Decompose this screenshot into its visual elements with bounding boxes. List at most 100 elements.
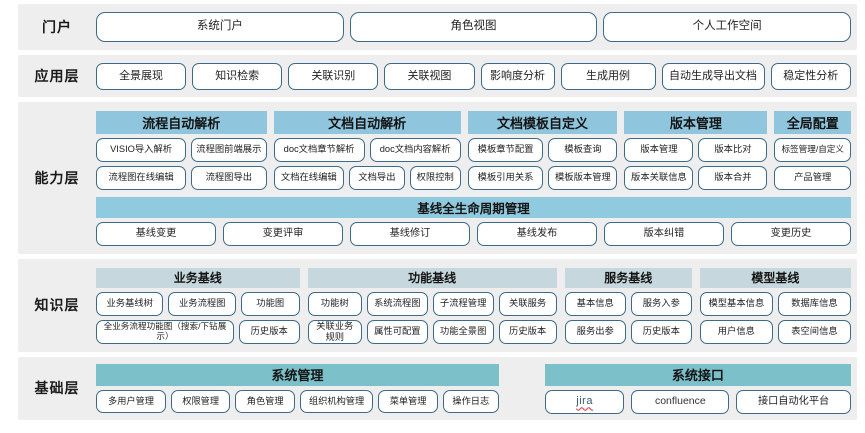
group-header-version-mgmt: 版本管理 [624,110,768,134]
cap-template-chapter-config[interactable]: 模板章节配置 [467,137,544,162]
baseline-version-correction[interactable]: 版本纠错 [604,221,724,246]
know-related-service[interactable]: 关联服务 [498,291,557,316]
know-database-info[interactable]: 数据库信息 [777,291,851,316]
cap-flowchart-frontend-display[interactable]: 流程图前端展示 [191,137,267,162]
cap-doc-chapter-parse[interactable]: doc文档章节解析 [273,137,365,162]
cap-version-merge[interactable]: 版本合并 [698,165,768,190]
capability-baseline-lifecycle: 基线全生命周期管理 基线变更 变更评审 基线修订 基线发布 版本纠错 变更历史 [96,196,851,246]
cap-template-version-mgmt[interactable]: 模板版本管理 [548,165,618,190]
app-item-impact-analysis[interactable]: 影响度分析 [480,62,555,90]
cap-doc-online-edit[interactable]: 文档在线编辑 [273,165,345,190]
found-jira-link[interactable]: jira [544,389,625,414]
know-system-flowchart[interactable]: 系统流程图 [366,291,428,316]
know-business-flowchart[interactable]: 业务流程图 [168,291,236,316]
cap-template-reference-relation[interactable]: 模板引用关系 [467,165,544,190]
found-api-automation-platform[interactable]: 接口自动化平台 [736,389,851,414]
knowledge-group-service-baseline: 服务基线 基本信息 服务入参 服务出参 历史版本 [564,267,692,344]
cap-doc-content-parse[interactable]: doc文档内容解析 [369,137,461,162]
capability-group-process-parsing: 流程自动解析 VISIO导入解析 流程图前端展示 流程图在线编辑 流程图导出 [96,110,267,190]
know-subprocess-management[interactable]: 子流程管理 [432,291,494,316]
know-basic-info[interactable]: 基本信息 [564,291,626,316]
portal-item-personal-workspace[interactable]: 个人工作空间 [603,12,852,42]
found-org-structure-mgmt[interactable]: 组织机构管理 [299,389,374,413]
know-function-panorama[interactable]: 功能全景图 [432,319,494,344]
cap-version-management[interactable]: 版本管理 [624,137,694,162]
found-role-mgmt[interactable]: 角色管理 [235,389,295,413]
group-row: 全业务流程功能图（搜索/下钻展示） 历史版本 [96,319,300,344]
cap-tag-mgmt-custom[interactable]: 标签管理/自定义 [774,137,851,162]
cap-permission-control[interactable]: 权限控制 [409,165,461,190]
baseline-change-review[interactable]: 变更评审 [223,221,343,246]
layer-capability: 能力层 流程自动解析 VISIO导入解析 流程图前端展示 流程图在线编辑 流程图… [18,102,857,254]
know-history-version-business[interactable]: 历史版本 [238,319,300,344]
layer-label-foundation: 基础层 [34,380,80,397]
group-header-function-baseline: 功能基线 [307,267,557,288]
found-permission-mgmt[interactable]: 权限管理 [170,389,231,413]
group-row: 产品管理 [774,165,851,190]
cap-version-compare[interactable]: 版本比对 [698,137,768,162]
knowledge-group-business-baseline: 业务基线 业务基线树 业务流程图 功能图 全业务流程功能图（搜索/下钻展示） 历… [96,267,300,344]
layer-label-capability: 能力层 [34,169,80,186]
layer-body-knowledge: 业务基线 业务基线树 业务流程图 功能图 全业务流程功能图（搜索/下钻展示） 历… [96,267,851,344]
know-history-version-service[interactable]: 历史版本 [630,319,692,344]
cap-flowchart-export[interactable]: 流程图导出 [191,165,267,190]
app-item-generate-case[interactable]: 生成用例 [560,62,656,90]
know-tablespace-info[interactable]: 表空间信息 [777,319,851,344]
know-model-basic-info[interactable]: 模型基本信息 [699,291,773,316]
baseline-change-history[interactable]: 变更历史 [731,221,851,246]
group-row: 基本信息 服务入参 [564,291,692,316]
group-row: 文档在线编辑 文档导出 权限控制 [273,165,461,190]
layer-portal: 门户 系统门户 角色视图 个人工作空间 [18,4,857,50]
found-confluence-link[interactable]: confluence [631,389,730,414]
cap-product-management[interactable]: 产品管理 [774,165,851,190]
group-header-system-interface: 系统接口 [544,363,851,386]
group-row: 功能树 系统流程图 子流程管理 关联服务 [307,291,557,316]
found-operation-log[interactable]: 操作日志 [442,389,499,413]
group-header-global-config: 全局配置 [774,110,851,134]
portal-item-role-view[interactable]: 角色视图 [349,12,598,42]
app-item-relation-recognition[interactable]: 关联识别 [288,62,379,90]
knowledge-group-model-baseline: 模型基线 模型基本信息 数据库信息 用户信息 表空间信息 [699,267,851,344]
cap-visio-import-parse[interactable]: VISIO导入解析 [96,137,187,162]
cap-flowchart-online-edit[interactable]: 流程图在线编辑 [96,165,187,190]
cap-template-query[interactable]: 模板查询 [548,137,618,162]
group-row: 业务基线树 业务流程图 功能图 [96,291,300,316]
group-row: 关联业务规则 属性可配置 功能全景图 历史版本 [307,319,557,344]
know-function-diagram[interactable]: 功能图 [240,291,300,316]
know-function-tree[interactable]: 功能树 [307,291,362,316]
layer-label-portal: 门户 [42,18,72,35]
portal-item-system-portal[interactable]: 系统门户 [96,12,344,42]
know-service-output-params[interactable]: 服务出参 [564,319,626,344]
group-header-business-baseline: 业务基线 [96,267,300,288]
know-service-input-params[interactable]: 服务入参 [630,291,692,316]
foundation-group-system-management: 系统管理 多用户管理 权限管理 角色管理 组织机构管理 菜单管理 操作日志 [96,363,499,414]
know-history-version-function[interactable]: 历史版本 [498,319,557,344]
layer-label-application: 应用层 [34,67,80,84]
layer-body-foundation: 系统管理 多用户管理 权限管理 角色管理 组织机构管理 菜单管理 操作日志 系统… [96,363,851,414]
app-item-panorama[interactable]: 全景展现 [96,62,187,90]
app-item-auto-export-doc[interactable]: 自动生成导出文档 [661,62,765,90]
know-attribute-configurable[interactable]: 属性可配置 [366,319,428,344]
app-item-knowledge-search[interactable]: 知识检索 [192,62,283,90]
know-business-baseline-tree[interactable]: 业务基线树 [96,291,164,316]
baseline-revision[interactable]: 基线修订 [350,221,470,246]
baseline-change[interactable]: 基线变更 [96,221,216,246]
found-menu-mgmt[interactable]: 菜单管理 [378,389,438,413]
app-item-relation-view[interactable]: 关联视图 [384,62,475,90]
know-full-business-flow-function-map[interactable]: 全业务流程功能图（搜索/下钻展示） [96,319,234,344]
know-related-business-rules[interactable]: 关联业务规则 [307,319,362,344]
app-item-stability-analysis[interactable]: 稳定性分析 [770,62,851,90]
know-user-info[interactable]: 用户信息 [699,319,773,344]
cap-doc-export[interactable]: 文档导出 [349,165,405,190]
group-row: 版本关联信息 版本合并 [624,165,768,190]
found-multi-user-mgmt[interactable]: 多用户管理 [96,389,166,413]
cap-version-relation-info[interactable]: 版本关联信息 [624,165,694,190]
group-row: 多用户管理 权限管理 角色管理 组织机构管理 菜单管理 操作日志 [96,389,499,413]
baseline-release[interactable]: 基线发布 [477,221,597,246]
group-row: 用户信息 表空间信息 [699,319,851,344]
foundation-group-system-interface: 系统接口 jira confluence 接口自动化平台 [544,363,851,414]
group-header-doc-template: 文档模板自定义 [467,110,618,134]
application-row: 全景展现 知识检索 关联识别 关联视图 影响度分析 生成用例 自动生成导出文档 … [96,62,851,90]
group-row: jira confluence 接口自动化平台 [544,389,851,414]
